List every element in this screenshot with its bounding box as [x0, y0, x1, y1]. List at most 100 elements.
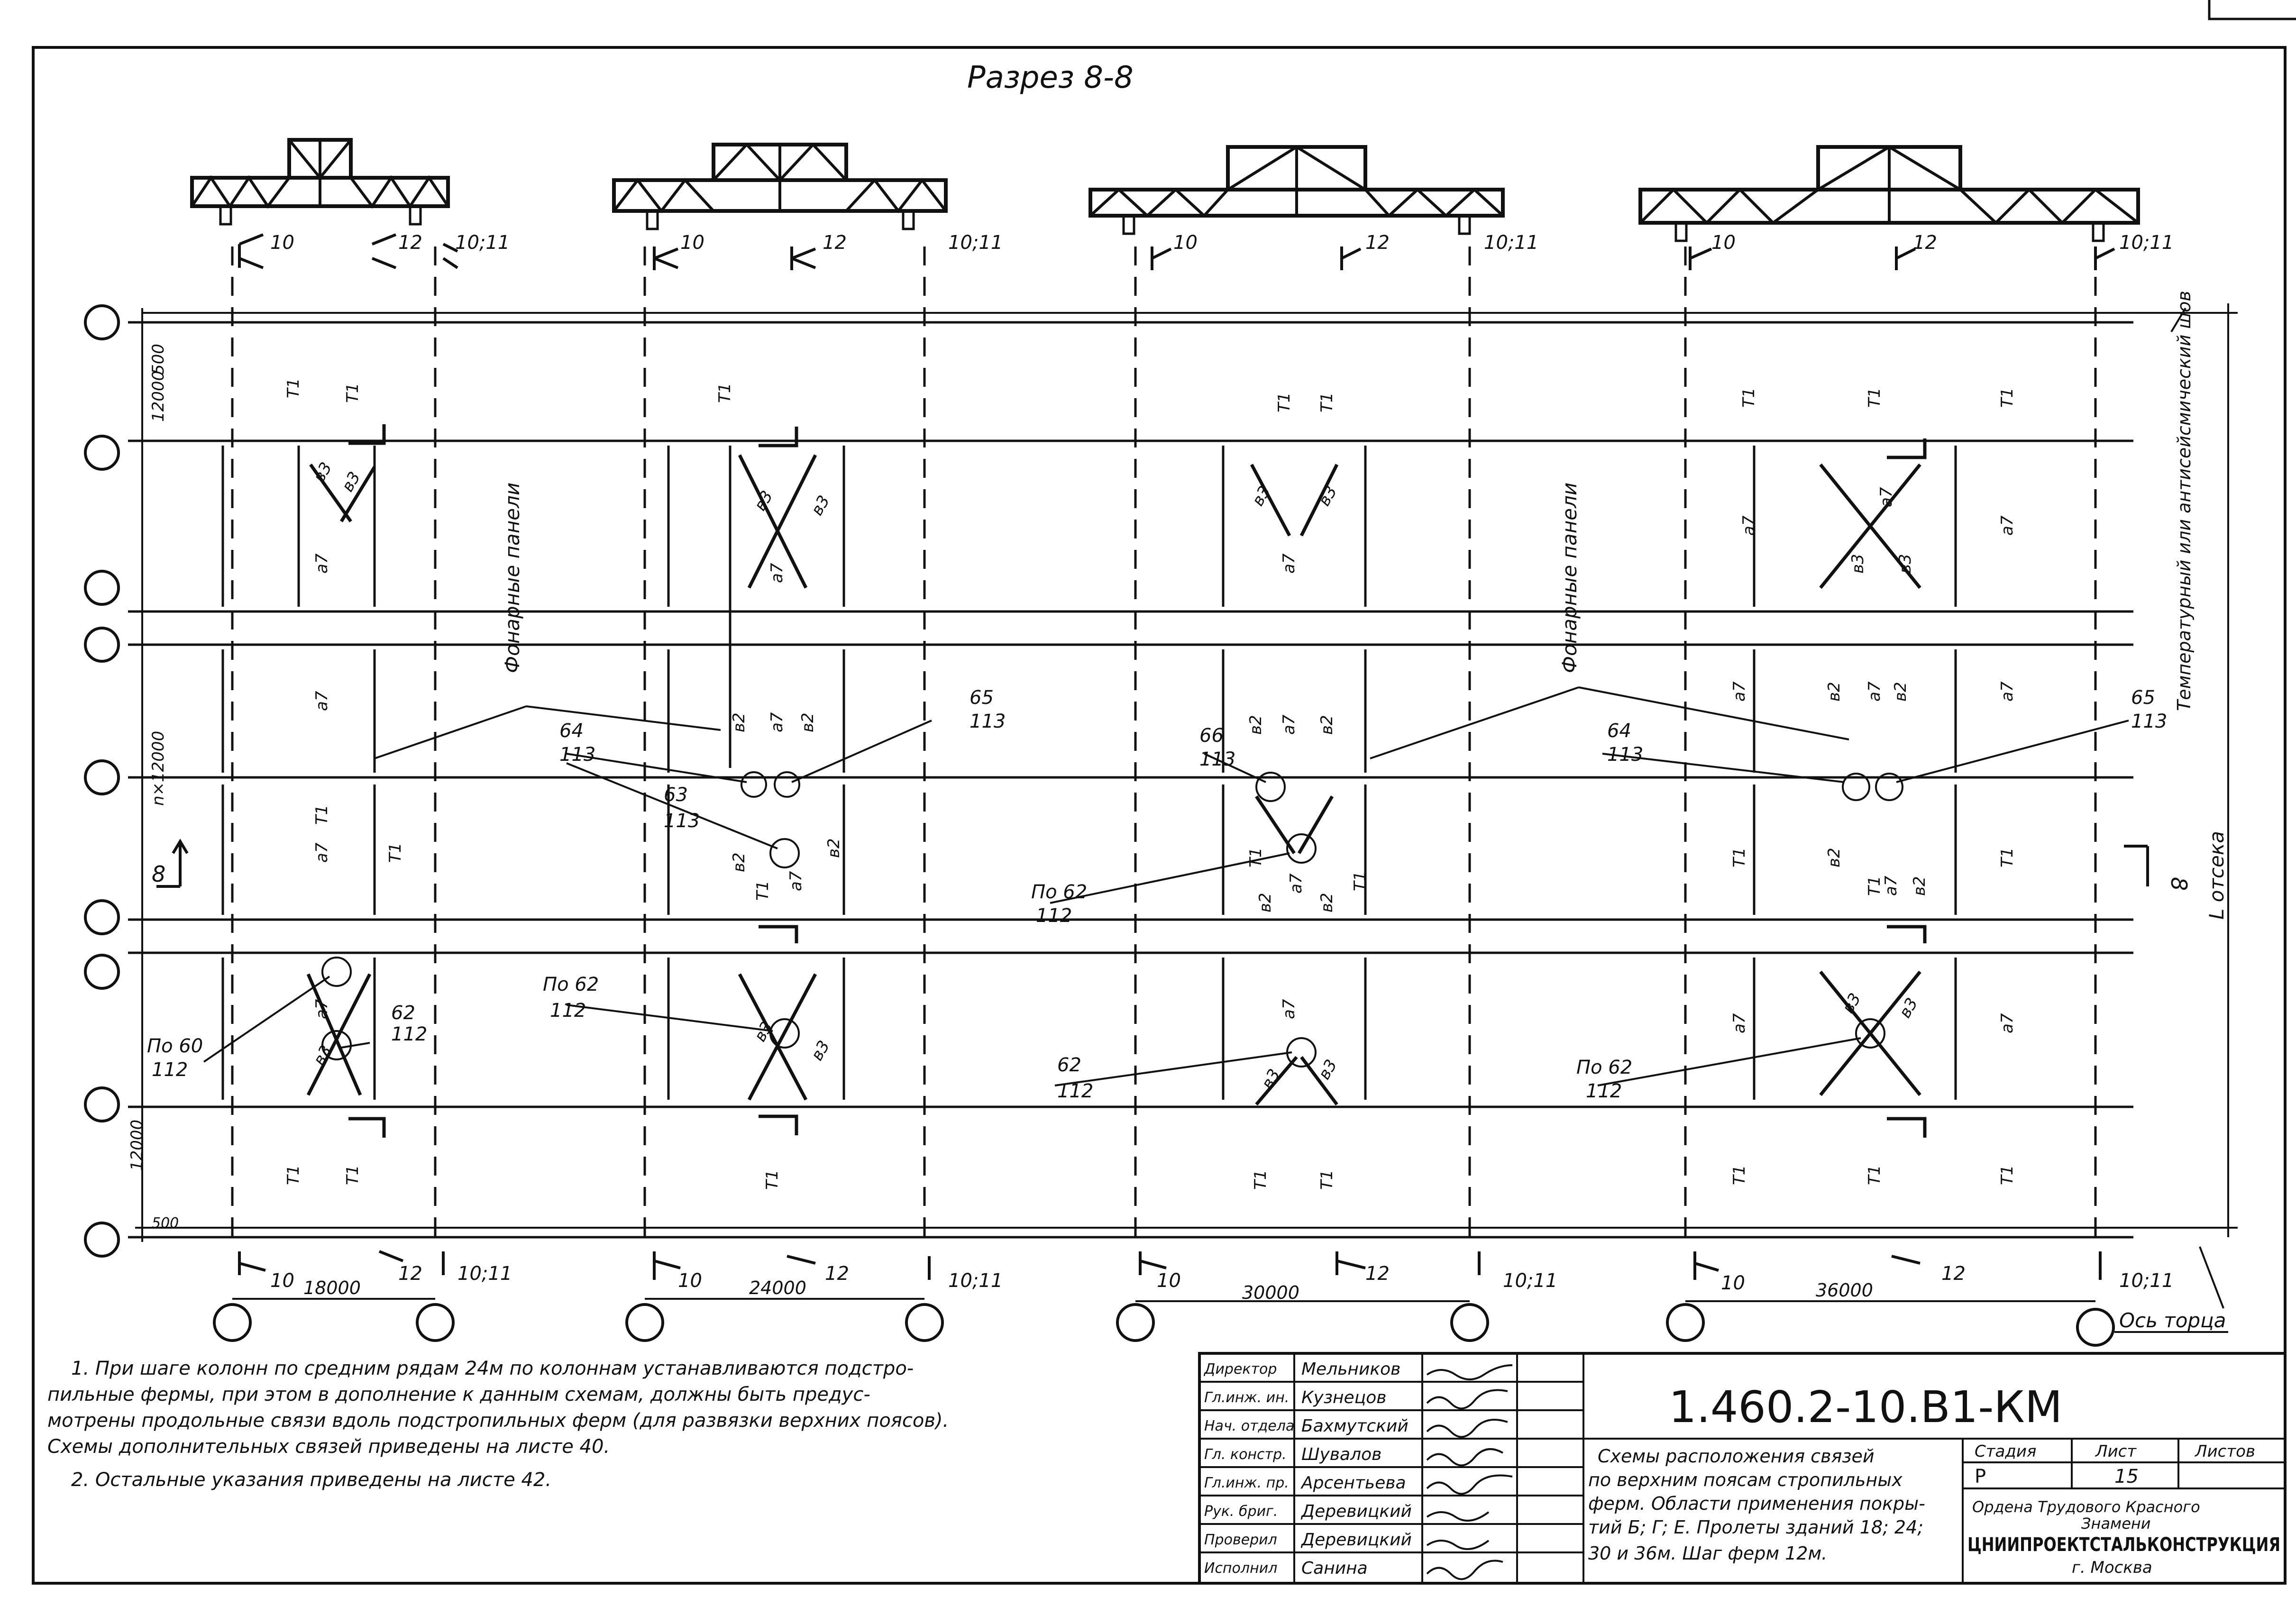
callout-63: 63	[664, 784, 688, 806]
svg-text:в2: в2	[824, 838, 843, 858]
svg-text:T1: T1	[1246, 848, 1265, 867]
svg-text:a7: a7	[1882, 876, 1901, 896]
scheme-30m: в3 в3 a7 T1 T1 в2 a7 в2 T1 в2 a7 в2 T1 a…	[1090, 147, 1557, 1342]
svg-text:T1: T1	[1317, 392, 1336, 412]
svg-text:в3: в3	[1258, 1066, 1284, 1092]
svg-text:Листов: Листов	[2194, 1442, 2255, 1461]
svg-text:T1: T1	[1865, 876, 1884, 896]
section-mark-right: 8	[2124, 845, 2192, 891]
svg-text:T1: T1	[753, 881, 772, 901]
svg-text:в3: в3	[750, 487, 777, 514]
callout-64-s4: 64	[1607, 720, 1631, 742]
svg-text:Гл. констр.: Гл. констр.	[1204, 1446, 1287, 1463]
svg-text:a7: a7	[1730, 1013, 1749, 1033]
svg-text:T1: T1	[1730, 1165, 1749, 1185]
drawing-frame	[32, 46, 2287, 1585]
svg-text:в2: в2	[730, 712, 749, 732]
svg-text:в3: в3	[807, 1037, 833, 1064]
svg-text:T1: T1	[343, 1165, 362, 1185]
svg-text:Мельников: Мельников	[1301, 1359, 1400, 1379]
section-title: Разрез 8-8	[967, 60, 1134, 95]
lantern-panels-note-1: Фонарные панели	[501, 483, 524, 673]
svg-text:112: 112	[1057, 1080, 1093, 1102]
temperature-seam-note: Температурный или антисейсмический шов	[2174, 291, 2195, 711]
svg-text:a7: a7	[1287, 873, 1306, 894]
svg-text:T1: T1	[1865, 1165, 1884, 1185]
svg-text:г. Москва: г. Москва	[2072, 1558, 2152, 1577]
svg-text:Бахмутский: Бахмутский	[1301, 1416, 1409, 1436]
svg-text:в3: в3	[807, 492, 833, 519]
callout-62-s2: По 62	[543, 974, 599, 995]
svg-text:в2: в2	[1256, 893, 1275, 912]
callout-leaders	[203, 307, 2224, 1309]
svg-text:10;11: 10;11	[948, 232, 1003, 254]
svg-text:a7: a7	[312, 691, 331, 711]
svg-text:a7: a7	[1280, 714, 1299, 735]
organization-name: ЦНИИПРОЕКТСТАЛЬКОНСТРУКЦИЯ	[1967, 1534, 2280, 1556]
title-block: Директор Гл.инж. ин. Нач. отдела Гл. кон…	[1198, 1352, 2287, 1585]
svg-text:в2: в2	[1825, 848, 1844, 867]
lantern-panels-note-2: Фонарные панели	[1558, 483, 1581, 673]
svg-text:112: 112	[550, 1000, 586, 1022]
svg-text:10;11: 10;11	[455, 232, 510, 254]
svg-text:Санина: Санина	[1301, 1559, 1368, 1578]
svg-text:T1: T1	[1865, 388, 1884, 408]
svg-text:10;11: 10;11	[948, 1270, 1003, 1292]
svg-text:в3: в3	[1848, 554, 1867, 574]
callout-62-s3: По 62	[1031, 881, 1087, 903]
svg-text:a7: a7	[787, 871, 805, 891]
svg-text:Схемы расположения связей: Схемы расположения связей	[1598, 1446, 1875, 1467]
signatures	[1426, 1364, 1513, 1580]
svg-text:12: 12	[398, 232, 422, 254]
svg-text:T1: T1	[343, 383, 362, 403]
svg-text:113: 113	[970, 711, 1006, 732]
svg-text:10: 10	[1721, 1272, 1745, 1294]
svg-text:12: 12	[1913, 232, 1937, 254]
svg-text:Арсентьева: Арсентьева	[1300, 1473, 1406, 1493]
span-30000: 30000	[1242, 1282, 1299, 1303]
svg-text:T1: T1	[1998, 848, 2017, 867]
callout-60: По 60	[147, 1035, 203, 1057]
svg-text:a7: a7	[1730, 681, 1749, 702]
svg-text:в2: в2	[730, 852, 749, 872]
svg-text:a7: a7	[1280, 553, 1299, 574]
svg-text:Гл.инж. пр.: Гл.инж. пр.	[1204, 1475, 1289, 1491]
svg-text:10: 10	[680, 232, 704, 254]
svg-text:Схемы дополнительных связей пр: Схемы дополнительных связей приведены на…	[47, 1436, 610, 1458]
svg-text:8: 8	[2166, 877, 2192, 891]
svg-text:T1: T1	[284, 378, 303, 398]
svg-text:2. Остальные указания приведен: 2. Остальные указания приведены на листе…	[71, 1469, 551, 1491]
svg-text:T1: T1	[1739, 388, 1758, 408]
svg-text:Ордена Трудового Красного: Ордена Трудового Красного	[1972, 1498, 2200, 1516]
callout-62-s3b: 62	[1057, 1054, 1081, 1076]
span-24000: 24000	[749, 1277, 806, 1298]
svg-text:в3: в3	[1315, 483, 1341, 509]
svg-text:112: 112	[391, 1023, 427, 1045]
svg-text:10: 10	[678, 1270, 702, 1292]
svg-text:T1: T1	[1730, 848, 1749, 867]
svg-text:112: 112	[1036, 905, 1072, 927]
sheet-number: 15	[2114, 1466, 2139, 1487]
svg-text:113: 113	[559, 744, 595, 766]
callout-65-s4: 65	[2131, 687, 2155, 709]
svg-text:T1: T1	[1351, 871, 1370, 891]
svg-text:в2: в2	[1910, 876, 1929, 896]
svg-text:T1: T1	[1251, 1170, 1270, 1190]
svg-text:a7: a7	[312, 842, 331, 863]
svg-text:a7: a7	[1998, 515, 2017, 536]
svg-text:в2: в2	[1891, 682, 1910, 702]
svg-text:a7: a7	[312, 999, 331, 1019]
dim-12000-top: 12000	[149, 371, 168, 422]
svg-text:Стадия: Стадия	[1975, 1442, 2036, 1461]
svg-text:113: 113	[2131, 711, 2167, 732]
svg-text:Директор: Директор	[1203, 1361, 1277, 1378]
svg-text:T1: T1	[1317, 1170, 1336, 1190]
svg-text:Деревицкий: Деревицкий	[1300, 1530, 1412, 1550]
svg-text:пильные фермы, при этом в допо: пильные фермы, при этом в дополнение к д…	[47, 1384, 870, 1405]
svg-text:a7: a7	[768, 563, 787, 583]
callout-66: 66	[1199, 725, 1224, 747]
svg-text:в2: в2	[1317, 893, 1336, 912]
svg-text:в3: в3	[1839, 990, 1865, 1016]
svg-text:Знамени: Знамени	[2081, 1515, 2151, 1533]
